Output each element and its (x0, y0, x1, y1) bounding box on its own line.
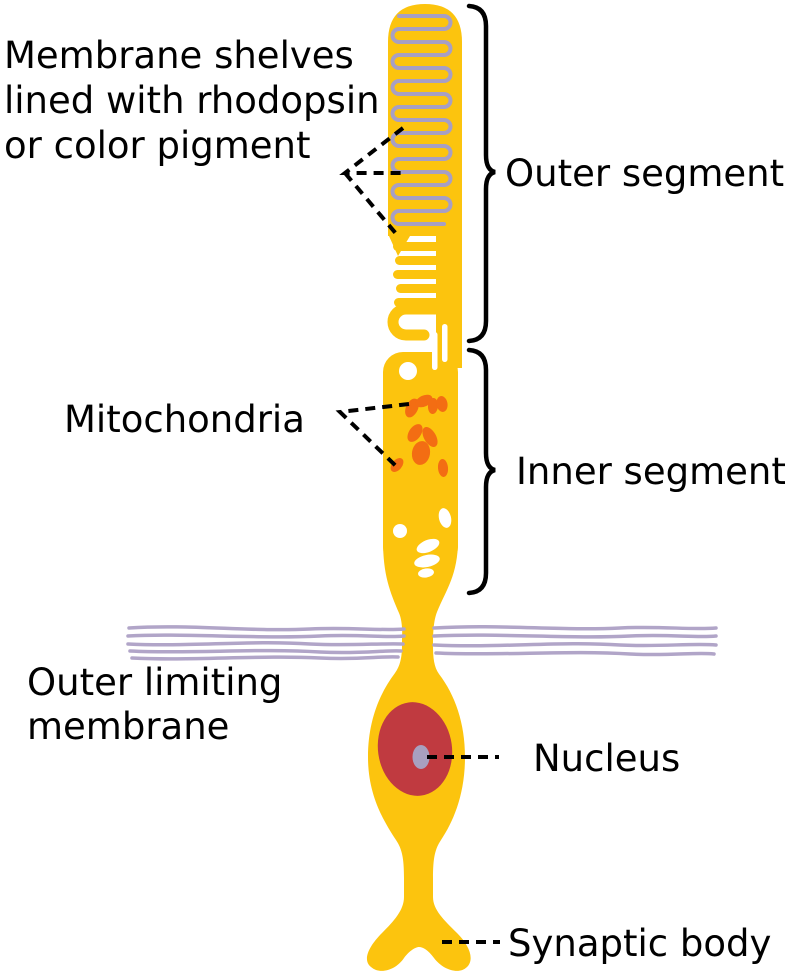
mitochondrion (437, 459, 449, 477)
mitochondrion (436, 396, 448, 412)
synaptic-body-label: Synaptic body (508, 922, 772, 965)
cell-lower-body (366, 636, 471, 971)
membrane-shelves-pointer (339, 126, 405, 238)
mitochondria-pointer (335, 402, 410, 468)
vesicle (399, 362, 417, 380)
outer-segment-brace (466, 3, 496, 344)
outer-limiting-membrane-fibers-left (126, 625, 406, 661)
vesicle (414, 554, 440, 568)
outer-limiting-membrane-label: Outer limiting membrane (27, 661, 282, 749)
mitochondria-group (390, 394, 449, 477)
mitochondrion (422, 427, 438, 447)
vesicle (416, 538, 440, 554)
outer-segment-label: Outer segment (505, 152, 785, 195)
cilium-bar (432, 332, 438, 370)
cell-body (366, 4, 471, 971)
vesicle (393, 524, 407, 538)
mitochondrion (407, 424, 423, 442)
inner-segment-label: Inner segment (516, 450, 786, 493)
vesicle (418, 568, 434, 578)
pointer-lines (335, 126, 500, 944)
inner-segment-taper (383, 520, 458, 642)
nucleus-label: Nucleus (533, 737, 681, 780)
cilium-bar (442, 324, 448, 362)
mitochondrion (427, 398, 439, 414)
inner-segment-brace (466, 347, 496, 596)
outer-limiting-membrane-label-line2: membrane (27, 705, 230, 748)
membrane-shelves-label: Membrane shelves lined with rhodopsin or… (4, 33, 380, 168)
comb-hook-tooth (387, 303, 444, 341)
outer-limiting-membrane-label-line1: Outer limiting (27, 661, 283, 704)
membrane-shelves-pattern (390, 14, 453, 226)
cell-white-details (393, 324, 452, 578)
mitochondria-label: Mitochondria (64, 398, 305, 441)
mitochondrion (411, 441, 431, 465)
membrane-shelves-label-line2: lined with rhodopsin (4, 79, 380, 122)
vesicle (438, 508, 452, 528)
braces (466, 3, 496, 596)
membrane-shelves-label-line3: or color pigment (4, 124, 311, 167)
membrane-shelves-label-line1: Membrane shelves (4, 34, 354, 77)
nucleolus-shape (412, 745, 430, 769)
outer-limiting-membrane-fibers-right (432, 624, 718, 657)
